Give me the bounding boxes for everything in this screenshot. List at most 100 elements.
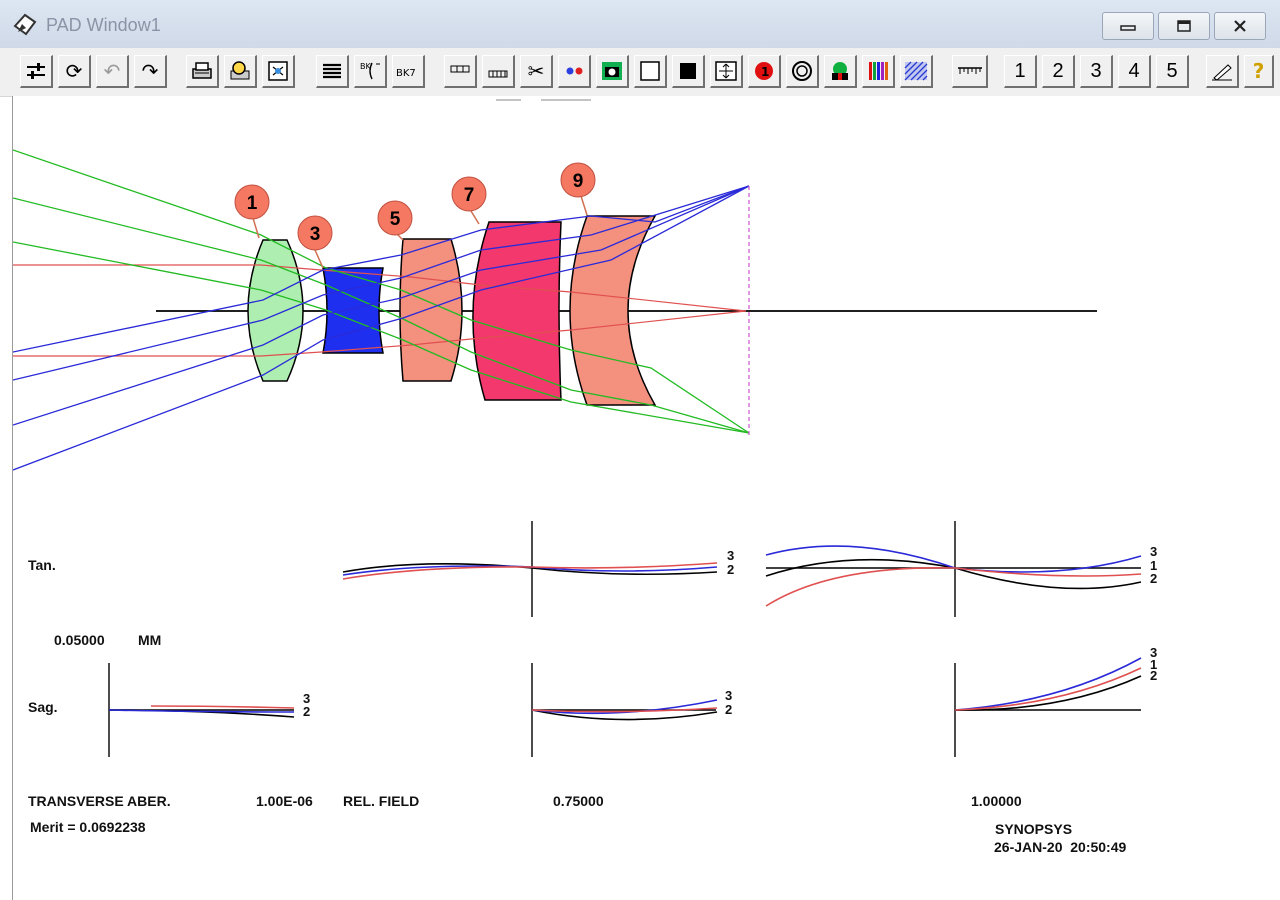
camera-button[interactable]: [596, 55, 629, 88]
page-1-button[interactable]: 1: [1004, 55, 1037, 88]
tan-100-curve-label-1: 1: [1150, 558, 1158, 573]
window-title: PAD Window1: [46, 15, 161, 35]
print-button[interactable]: [186, 55, 219, 88]
callout-9-label: 9: [573, 171, 584, 192]
toolbar: ⟳ ↶ ↷ BK BK7 ✂ 1: [0, 48, 1280, 97]
svg-text:BK: BK: [360, 62, 371, 71]
svg-text:BK7: BK7: [396, 68, 416, 79]
minimize-button[interactable]: [1102, 12, 1154, 40]
title-bar: PAD Window1: [0, 0, 1280, 48]
color-tree-button[interactable]: [824, 55, 857, 88]
bk7-button[interactable]: BK7: [392, 55, 425, 88]
sliders-button[interactable]: [20, 55, 53, 88]
rel-field-label: REL. FIELD: [343, 793, 420, 809]
sag-100-curves: [954, 657, 1142, 711]
tan-label: Tan.: [28, 557, 56, 573]
red-dot-icon: 1: [755, 62, 773, 80]
grid-small-icon: [488, 70, 508, 78]
scissors-button[interactable]: ✂: [520, 55, 553, 88]
close-button[interactable]: [1214, 12, 1266, 40]
callout-1: 1: [234, 184, 270, 239]
minimize-icon: [1120, 25, 1136, 31]
tan-100-curves: [765, 545, 1142, 607]
white-square-icon: [640, 61, 660, 81]
maximize-button[interactable]: [1158, 12, 1210, 40]
page-4-button[interactable]: 4: [1118, 55, 1151, 88]
app-icon: [13, 13, 37, 36]
tan-075-curve-label-2: 2: [727, 562, 735, 577]
black-square-icon: [680, 63, 696, 79]
sag-000-curve-label-2: 2: [303, 704, 311, 719]
rays-red: [13, 264, 747, 357]
refresh-button[interactable]: ⟳: [58, 55, 91, 88]
sag-000-curve-label-3: 3: [303, 691, 311, 706]
tan-100-curve-label-2: 2: [1150, 571, 1158, 586]
callout-5-label: 5: [390, 209, 401, 230]
timestamp: 26-JAN-20 20:50:49: [994, 839, 1127, 855]
sag-075-curve-label-3: 3: [725, 688, 733, 703]
sag-000-curves: [108, 705, 295, 718]
page-2-button[interactable]: 2: [1042, 55, 1075, 88]
pad-canvas[interactable]: 1 3 5 7 9: [12, 96, 1280, 900]
page-5-button[interactable]: 5: [1156, 55, 1189, 88]
tan-075-curve-label-3: 3: [727, 548, 735, 563]
grid-button[interactable]: [444, 55, 477, 88]
red-dot-button[interactable]: 1: [748, 55, 781, 88]
ring-button[interactable]: [786, 55, 819, 88]
pen-button[interactable]: [1206, 55, 1239, 88]
hatch-icon: [904, 61, 928, 81]
sag-100-curve-label-2: 2: [1150, 668, 1158, 683]
ring-icon: [792, 61, 812, 81]
plot-title: TRANSVERSE ABER.: [28, 793, 171, 809]
ruler-button[interactable]: [952, 55, 988, 88]
callout-1-label: 1: [247, 193, 258, 214]
program-name: SYNOPSYS: [995, 821, 1073, 837]
sag-100-curve-label-3: 3: [1150, 645, 1158, 660]
lens-element-7: [472, 221, 562, 401]
undo-button[interactable]: ↶: [96, 55, 129, 88]
redo-icon: ↷: [141, 59, 159, 83]
list-button[interactable]: [316, 55, 349, 88]
color-bars-button[interactable]: [862, 55, 895, 88]
bk-curve-icon: BK: [360, 62, 380, 80]
lens-element-1: [247, 239, 304, 382]
dots-button[interactable]: [558, 55, 591, 88]
scale-unit: MM: [138, 632, 162, 648]
black-square-button[interactable]: [672, 55, 705, 88]
sag-100-curve-label-1: 1: [1150, 657, 1158, 672]
scale-value: 0.05000: [54, 632, 105, 648]
close-icon: [1234, 20, 1246, 32]
color-bars-icon: [869, 62, 888, 80]
callout-7: 7: [451, 176, 487, 225]
white-square-button[interactable]: [634, 55, 667, 88]
bk-curve-button[interactable]: BK: [354, 55, 387, 88]
camera-icon: [602, 62, 622, 80]
callout-3-label: 3: [310, 224, 321, 245]
rays-green: [13, 149, 750, 434]
page-3-button[interactable]: 3: [1080, 55, 1113, 88]
merit-value: Merit = 0.0692238: [30, 819, 146, 835]
field-100-label: 1.00000: [971, 793, 1022, 809]
maximize-icon: [1177, 20, 1191, 32]
expand-button[interactable]: [710, 55, 743, 88]
undo-icon: ↶: [103, 59, 121, 83]
grid-small-button[interactable]: [482, 55, 515, 88]
tan-100-curve-label-3: 3: [1150, 544, 1158, 559]
svg-text:1: 1: [761, 65, 769, 79]
redo-button[interactable]: ↷: [134, 55, 167, 88]
fit-button[interactable]: [262, 55, 295, 88]
bk7-icon: BK7: [396, 68, 416, 79]
sag-label: Sag.: [28, 699, 58, 715]
zoom-icon: [230, 61, 250, 80]
scissors-icon: ✂: [527, 59, 545, 83]
rays-blue: [13, 185, 750, 471]
color-tree-icon: [832, 62, 848, 80]
help-button[interactable]: ?: [1244, 55, 1274, 88]
callout-9: 9: [560, 162, 596, 216]
sliders-icon: [27, 63, 45, 79]
expand-icon: [715, 61, 737, 81]
hatch-button[interactable]: [900, 55, 933, 88]
callout-5: 5: [377, 200, 413, 241]
wavelength-value: 1.00E-06: [256, 793, 313, 809]
zoom-button[interactable]: [224, 55, 257, 88]
